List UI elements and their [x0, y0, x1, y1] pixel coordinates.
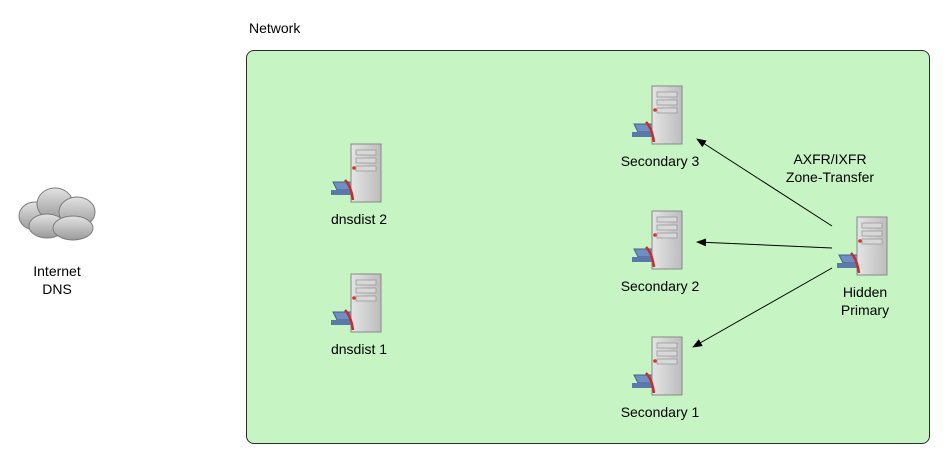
internet-dns-node[interactable]: Internet DNS	[0, 186, 127, 298]
network-label: Network	[249, 20, 301, 36]
server-icon	[630, 84, 690, 146]
server-icon	[630, 209, 690, 271]
zone-transfer-label: AXFR/IXFR Zone-Transfer	[785, 151, 875, 185]
dnsdist-1-label: dnsdist 1	[330, 341, 388, 357]
dnsdist-2-node[interactable]: dnsdist 2	[289, 142, 429, 228]
server-icon	[329, 142, 389, 204]
dnsdist-1-node[interactable]: dnsdist 1	[289, 272, 429, 358]
edge-primary-to-secondary-3[interactable]	[696, 138, 833, 227]
secondary-2-label: Secondary 2	[620, 278, 700, 294]
server-icon	[835, 215, 895, 277]
edge-primary-to-secondary-1[interactable]	[692, 267, 833, 348]
secondary-2-node[interactable]: Secondary 2	[590, 209, 730, 295]
hidden-primary-node[interactable]: Hidden Primary	[795, 215, 935, 319]
secondary-3-label: Secondary 3	[620, 153, 700, 169]
secondary-3-node[interactable]: Secondary 3	[590, 84, 730, 170]
server-icon	[329, 272, 389, 334]
internet-dns-label: Internet DNS	[33, 263, 81, 297]
dnsdist-2-label: dnsdist 2	[330, 211, 388, 227]
server-icon	[630, 335, 690, 397]
secondary-1-label: Secondary 1	[620, 404, 700, 420]
cloud-icon	[18, 187, 96, 241]
hidden-primary-label: Hidden Primary	[840, 284, 890, 318]
edge-primary-to-secondary-2[interactable]	[696, 238, 833, 249]
secondary-1-node[interactable]: Secondary 1	[590, 335, 730, 421]
